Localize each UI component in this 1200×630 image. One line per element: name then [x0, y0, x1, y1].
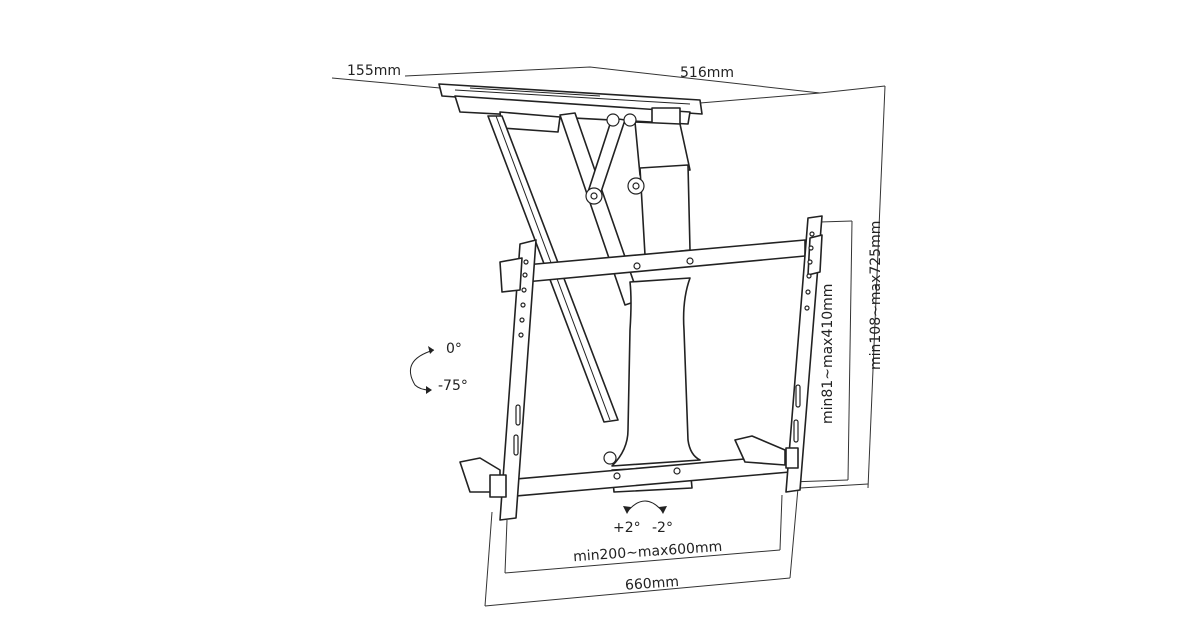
vertical-hole-range-label: min81~max410mm	[820, 284, 836, 424]
tilt-bottom-label: -75°	[438, 378, 468, 394]
height-range-label: min108~max725mm	[868, 221, 884, 370]
vertical-brackets	[459, 215, 823, 521]
level-plus-label: +2°	[613, 520, 641, 536]
tilt-top-label: 0°	[446, 341, 462, 357]
depth-label: 155mm	[347, 63, 401, 79]
dimension-lines	[331, 66, 886, 607]
plate-width-label: 516mm	[680, 65, 734, 81]
level-arrow-icon	[623, 500, 667, 514]
tilt-arrow-icon	[410, 346, 435, 394]
overall-width-label: 660mm	[625, 574, 680, 594]
level-minus-label: -2°	[652, 520, 673, 536]
center-column	[603, 277, 701, 493]
bracket-holes	[513, 231, 815, 456]
